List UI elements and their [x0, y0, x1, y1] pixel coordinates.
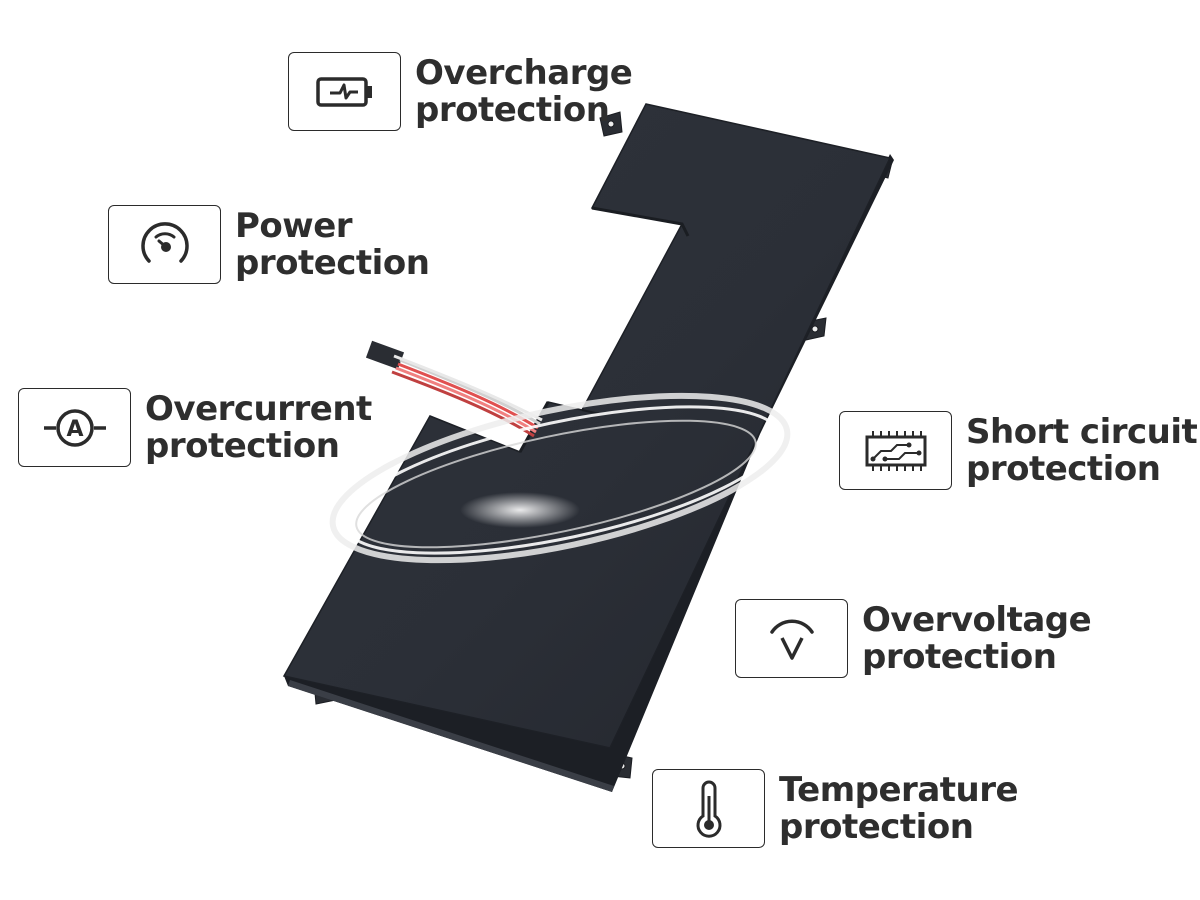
- voltage-icon: [769, 619, 814, 660]
- feature-label: Temperature protection: [779, 769, 1019, 847]
- icon-frame: [108, 205, 221, 284]
- feature-overcurrent: A Overcurrent protection: [18, 388, 372, 467]
- battery-connector-cable: [365, 340, 543, 438]
- icon-frame: A: [18, 388, 131, 467]
- feature-temperature: Temperature protection: [652, 769, 1019, 848]
- feature-overvoltage: Overvoltage protection: [735, 599, 1092, 678]
- icon-frame: [735, 599, 848, 678]
- feature-overcharge: Overcharge protection: [288, 52, 633, 131]
- feature-label: Overcurrent protection: [145, 388, 372, 466]
- battery-charge-icon: [315, 76, 372, 107]
- thermometer-icon: [696, 780, 721, 838]
- protection-swirl: [329, 392, 791, 564]
- gauge-icon: [140, 221, 189, 263]
- feature-short-circuit: Short circuit protection: [839, 411, 1198, 490]
- feature-label: Power protection: [235, 205, 430, 283]
- feature-power: Power protection: [108, 205, 430, 284]
- icon-frame: [652, 769, 765, 848]
- svg-text:A: A: [66, 417, 83, 442]
- icon-frame: [288, 52, 401, 131]
- circuit-board-icon: [865, 430, 926, 471]
- feature-label: Short circuit protection: [966, 411, 1198, 489]
- feature-label: Overcharge protection: [415, 52, 633, 130]
- icon-frame: [839, 411, 952, 490]
- ammeter-icon: A: [43, 408, 106, 447]
- feature-label: Overvoltage protection: [862, 599, 1092, 677]
